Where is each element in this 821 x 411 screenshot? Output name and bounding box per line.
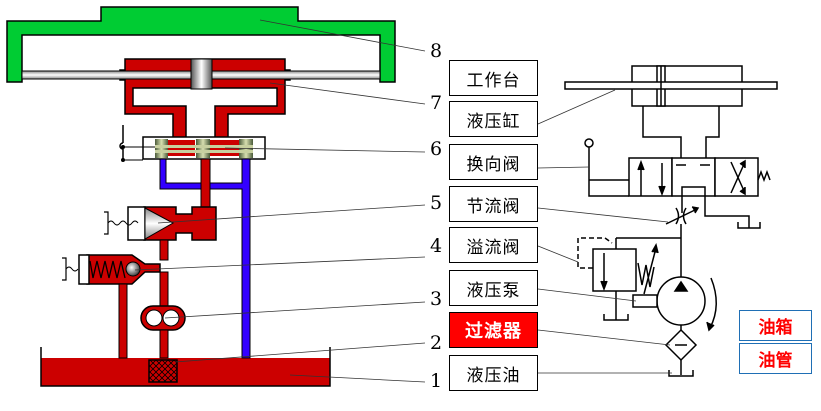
label-hydraulic-pump: 液压泵 bbox=[449, 270, 538, 306]
component-number: 7 bbox=[430, 92, 443, 114]
label-relief-valve: 溢流阀 bbox=[449, 227, 538, 263]
legend-button-oil-tank[interactable]: 油箱 bbox=[739, 310, 812, 341]
legend-button-oil-pipe[interactable]: 油管 bbox=[739, 343, 812, 374]
label-filter[interactable]: 过滤器 bbox=[449, 312, 538, 348]
worktable bbox=[6, 6, 396, 83]
component-number: 2 bbox=[430, 332, 443, 354]
return-oil-lines bbox=[159, 158, 251, 359]
component-number: 4 bbox=[430, 235, 443, 257]
symbolic-schematic bbox=[564, 65, 778, 377]
filter bbox=[148, 359, 178, 383]
label-worktable: 工作台 bbox=[449, 60, 538, 96]
throttle-valve bbox=[104, 206, 217, 241]
component-number: 1 bbox=[430, 370, 443, 392]
component-number: 5 bbox=[430, 192, 443, 214]
label-throttle-valve: 节流阀 bbox=[449, 186, 538, 222]
label-directional-valve: 换向阀 bbox=[449, 144, 538, 180]
leader-lines-left bbox=[134, 19, 426, 383]
directional-valve bbox=[119, 125, 266, 162]
component-number: 6 bbox=[430, 138, 443, 160]
oil-tank bbox=[40, 347, 331, 387]
hydraulic-pump bbox=[140, 305, 186, 331]
component-number: 3 bbox=[430, 288, 443, 310]
component-number: 8 bbox=[430, 40, 443, 62]
hydraulic-cylinder bbox=[21, 58, 381, 139]
relief-valve bbox=[62, 254, 161, 285]
leader-lines-right bbox=[537, 89, 672, 374]
label-hydraulic-oil: 液压油 bbox=[449, 355, 538, 391]
label-hydraulic-cylinder: 液压缸 bbox=[449, 101, 538, 137]
